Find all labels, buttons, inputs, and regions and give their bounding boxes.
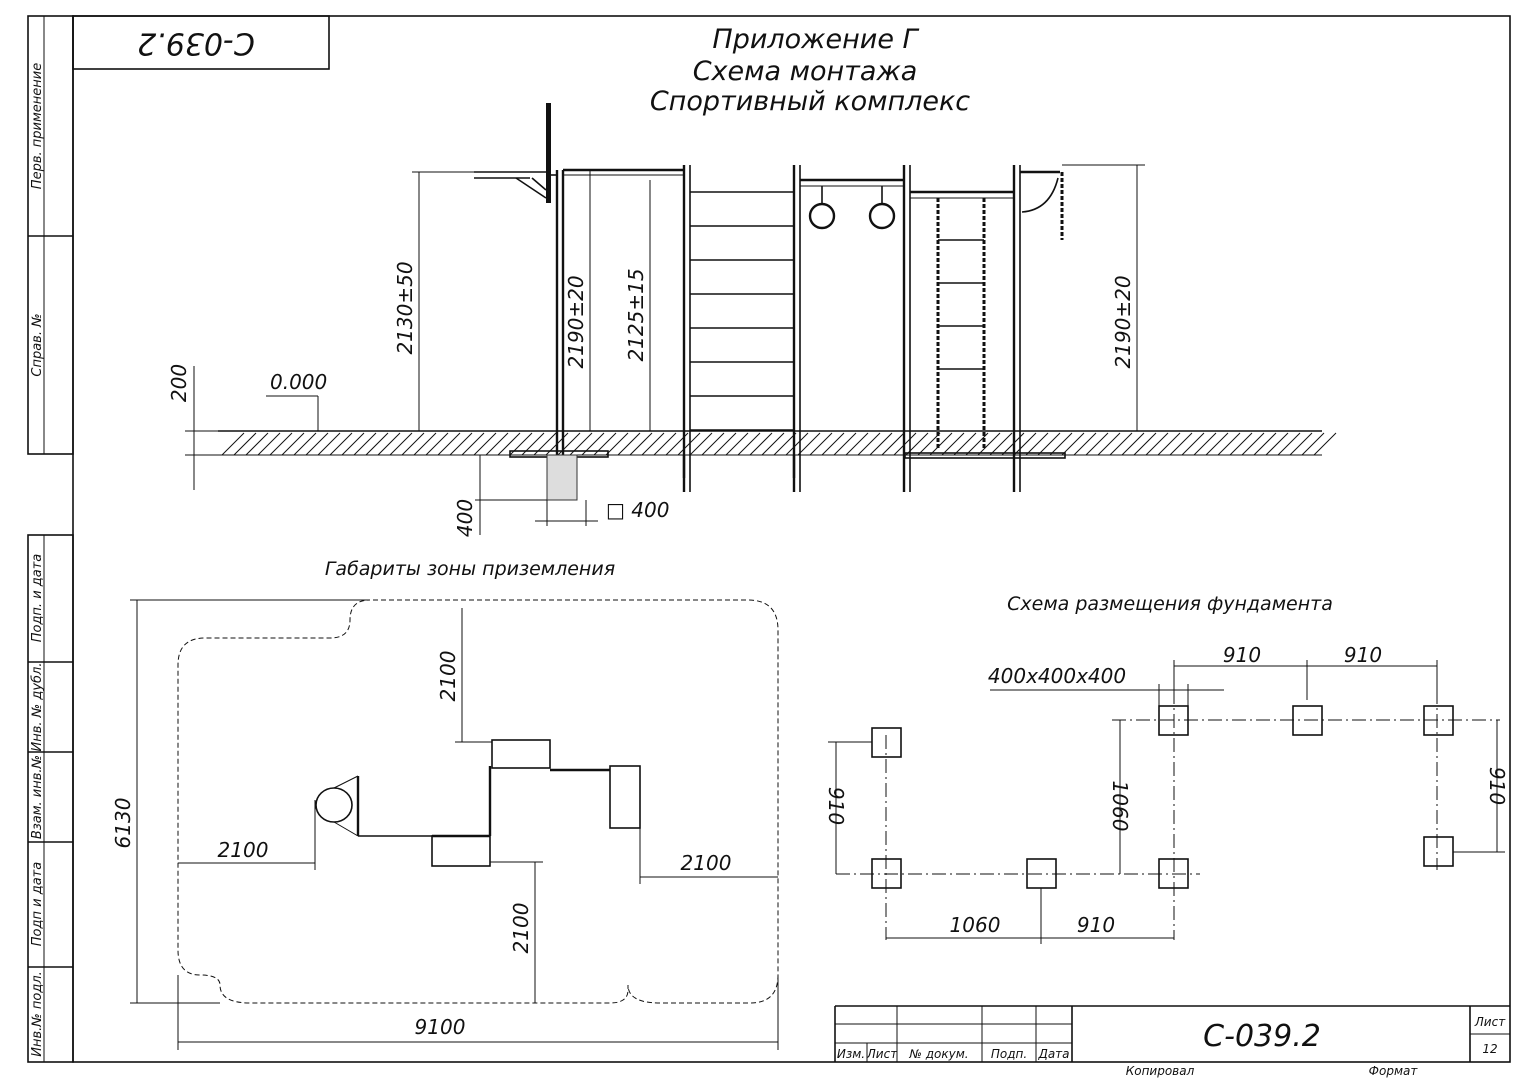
title-block [834,1005,1510,1062]
side-label-inv-podl: Инв.№ подл. [30,971,45,1057]
landing-dim-height: 6130 [111,798,135,849]
foundation-block [871,858,902,889]
stamp-sheet-number: 12 [1482,1042,1497,1056]
foundation-dim-bottom-a: 1060 [950,913,1001,937]
dim-foundation-depth: 400 [453,499,477,537]
side-label-perv: Перв. применение [30,63,45,189]
title-line-2: Схема монтажа [693,56,918,87]
landing-zone-plan: Габариты зоны приземления [111,558,779,1050]
foundation-block [1423,705,1454,736]
sheet-frame [27,15,1511,1063]
side-label-vzam-inv: Взам. инв.№ [30,755,45,839]
foundation-dim-bottom-b: 910 [1077,913,1115,937]
dim-right-height: 2190±20 [1111,275,1135,368]
foundation-dim-right: 910 [1485,767,1509,805]
landing-dim-right: 2100 [681,851,732,875]
title-line-3: Спортивный комплекс [650,86,970,117]
side-label-podp-data-1: Подп. и дата [30,554,45,643]
equipment-plan [315,739,641,867]
landing-dim-bottom: 2100 [509,903,533,954]
basketball-post [474,103,609,501]
stamp-copied: Копировал [1126,1064,1195,1078]
stamp-col-dokum: № докум. [908,1047,968,1061]
dim-ground-depth: 200 [167,364,191,402]
landing-dim-width: 9100 [415,1015,466,1039]
foundation-dim-left: 910 [824,787,848,825]
dim-bar-height: 2190±20 [564,275,588,368]
rings [800,165,911,492]
sheet-code-top: С-039.2 [137,26,255,61]
dim-foundation-size: □ 400 [606,498,669,522]
elevation-dim-lines [185,164,1145,535]
rope-ladder [904,165,1066,492]
foundation-plan: Схема размещения фундамента 400x400x400 … [824,593,1509,944]
stamp-col-podp: Подп. [991,1047,1027,1061]
foundation-dim-block: 400x400x400 [988,664,1126,688]
ground-hatch [218,430,1337,456]
dim-level-zero: 0.000 [270,370,327,394]
stamp-format: Формат [1369,1064,1419,1078]
foundation-dim-top-b: 910 [1344,643,1382,667]
side-label-inv-dubl: Инв. № дубл. [30,663,45,752]
stamp-sheet-label: Лист [1474,1015,1506,1029]
stamp-col-data: Дата [1037,1047,1069,1061]
stamp-col-list: Лист [866,1047,898,1061]
landing-dim-left: 2100 [218,838,269,862]
side-label-podp-data-2: Подп и дата [30,862,45,946]
dim-ladder-height: 2125±15 [624,268,648,361]
foundation-dim-top-a: 910 [1223,643,1261,667]
stamp-col-izm: Изм. [837,1047,865,1061]
wall-bars [682,165,801,492]
stamp-code: С-039.2 [1203,1019,1321,1054]
foundation-block [1292,705,1323,736]
dim-basket-height: 2130±50 [393,261,417,354]
landing-zone-title: Габариты зоны приземления [325,558,615,580]
title-line-1: Приложение Г [712,24,919,55]
foundation-dim-mid: 1060 [1108,781,1132,832]
foundation-block [1158,705,1189,736]
foundation-block [1423,836,1454,867]
landing-dim-top: 2100 [436,651,460,702]
side-label-sprav: Справ. № [30,313,45,376]
foundation-title: Схема размещения фундамента [1007,593,1333,615]
elevation-view: 2130±50 2190±20 2125±15 2190±20 200 0.00… [167,103,1337,537]
foundation-block [1158,858,1189,889]
